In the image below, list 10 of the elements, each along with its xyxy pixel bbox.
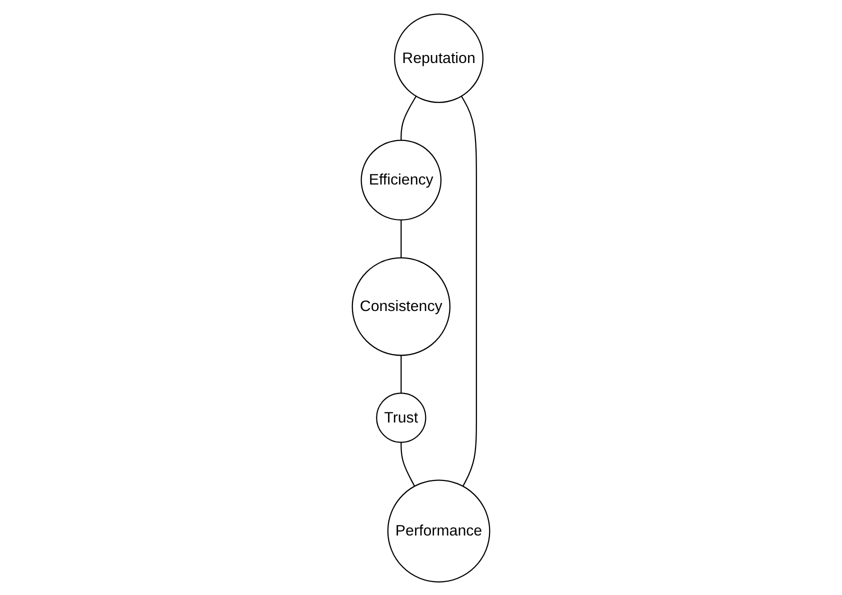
connector [400,219,402,258]
node-circle: Efficiency [360,139,442,220]
node-circle: Consistency [352,256,450,356]
node-circle: Reputation [394,12,484,102]
connector [460,95,477,486]
connector [400,354,402,393]
connector [400,442,416,486]
node-circle: Performance [387,479,490,582]
connector [400,95,417,140]
node-circle: Trust [376,392,426,442]
